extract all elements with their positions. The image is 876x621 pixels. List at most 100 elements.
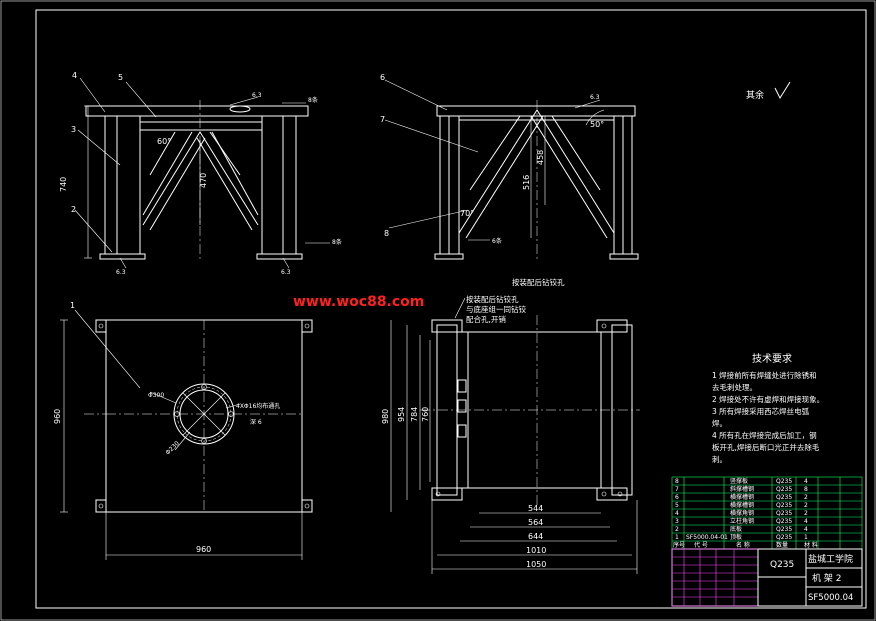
top-view [60,309,313,560]
plan-hdim-644: 644 [528,532,543,541]
plan-note-3: 配合孔,开销 [466,314,506,324]
tech-req-line-5: 焊。 [712,418,727,428]
side-weld-mark-2: 6条 [492,237,502,245]
bom-r8-name: 顶板 [730,533,742,541]
bom-r5-name: 横撑角钢 [730,509,754,517]
side-weld-mark-1: 6.3 [590,94,600,101]
bom-r6-no: 3 [675,518,679,525]
side-dim-458: 458 [536,150,545,165]
roughness-symbol [774,81,791,100]
plan-vdim-760: 760 [421,407,430,422]
bom-r6-qty: 4 [804,518,808,525]
side-dim-516: 516 [522,175,531,190]
side-angle-50: 50° [590,120,604,129]
bom-r7-mat: Q235 [776,526,792,533]
top-circle-dim-230: Φ230 [164,440,181,457]
front-weld-mark-3: 6.3 [116,269,126,276]
front-dim-470: 470 [199,173,208,188]
plan-note-2: 与底座组一同钻铰 [466,304,526,314]
bom-r4-mat: Q235 [776,502,792,509]
bom-header-no: 序号 [673,541,685,549]
bom-r3-name: 横撑槽钢 [730,493,754,501]
bom-r2-name: 斜撑槽钢 [730,485,754,493]
plan-hdim-564: 564 [528,518,543,527]
plan-vdim-980: 980 [381,409,390,424]
bom-r3-no: 6 [675,494,679,501]
tech-req-line-3: 2 焊接处不许有虚焊和焊接现象。 [712,394,824,404]
bom-r4-qty: 2 [804,502,808,509]
title-part-name: 机 架 2 [812,572,841,584]
top-hole-note-2: 深 6 [250,418,262,426]
front-angle: 60° [157,137,171,146]
bom-header-name: 名 称 [736,541,750,549]
plan-note-1: 按装配后钻铰孔 [466,294,519,304]
side-view-caption: 按装配后钻铰孔 [512,277,565,287]
bom-table [671,476,863,550]
bom-r7-no: 2 [675,526,679,533]
bom-r2-mat: Q235 [776,486,792,493]
top-dim-height: 960 [53,409,62,424]
bom-r6-mat: Q235 [776,518,792,525]
tech-req-title: 技术要求 [752,352,792,365]
bom-header-material: 材 料 [804,541,818,549]
inner-frame [35,9,867,609]
bom-r1-name: 竖撑板 [730,477,748,485]
top-hole-note: 4XΦ16均布通孔 [236,402,280,410]
title-school: 盐城工学院 [808,553,853,565]
front-weld-mark-5: 6.3 [281,269,291,276]
tech-req-line-7: 板开孔,焊接后断口光正并去除毛 [712,442,820,452]
watermark: www.woc88.com [293,294,424,310]
plan-hdim-1010: 1010 [526,546,546,555]
bom-r2-qty: 8 [804,486,808,493]
bom-header-qty: 数量 [776,541,788,549]
bom-r5-mat: Q235 [776,510,792,517]
side-view [384,79,639,262]
top-circle-dim-300: Φ300 [148,392,164,399]
title-material: Q235 [770,560,794,570]
bom-r3-qty: 2 [804,494,808,501]
bom-r5-qty: 2 [804,510,808,517]
plan-hdim-1050: 1050 [526,560,546,569]
bom-r6-name: 立柱角钢 [730,517,754,525]
bom-header-code: 代 号 [694,541,708,549]
top-dim-width: 960 [196,545,211,554]
front-view [74,77,330,269]
front-dim-740: 740 [59,177,68,192]
tech-req-line-4: 3 所有焊接采用西芯焊丝电弧 [712,406,810,416]
plan-hdim-544: 544 [528,504,543,513]
front-callout-4: 4 [72,71,77,80]
top-callout-1: 1 [70,301,75,310]
side-callout-8: 8 [384,229,389,238]
bom-r3-mat: Q235 [776,494,792,501]
front-callout-5: 5 [118,73,123,82]
bom-r2-no: 7 [675,486,679,493]
bom-r8-code: SF5000.04-01 [686,534,728,541]
title-drawing-no: SF5000.04 [808,593,853,603]
front-weld-mark-4: 8条 [332,238,342,246]
bom-r8-qty: 1 [804,534,808,541]
bom-r4-name: 横撑槽钢 [730,501,754,509]
plan-view [390,297,640,574]
side-angle-70: 70° [460,209,474,218]
bom-r1-no: 8 [675,478,679,485]
tech-req-line-6: 4 所有孔在焊接完成后加工，钢 [712,430,817,440]
bom-r7-name: 底板 [730,525,742,533]
roughness-note: 其余 [746,89,764,101]
tech-req-line-1: 1 焊接前所有焊缝处进行除锈和 [712,370,817,380]
side-callout-6: 6 [380,73,385,82]
bom-r7-qty: 4 [804,526,808,533]
bom-r4-no: 5 [675,502,679,509]
bom-r8-mat: Q235 [776,534,792,541]
front-callout-3: 3 [71,125,76,134]
tech-req-line-8: 刺。 [712,455,727,464]
side-callout-7: 7 [380,115,385,124]
plan-vdim-784: 784 [410,407,419,422]
front-weld-mark-1: 6.3 [252,92,262,99]
title-block [671,548,863,607]
bom-r8-no: 1 [675,534,679,541]
bom-r1-mat: Q235 [776,478,792,485]
front-callout-2: 2 [71,205,76,214]
bom-r5-no: 4 [675,510,679,517]
